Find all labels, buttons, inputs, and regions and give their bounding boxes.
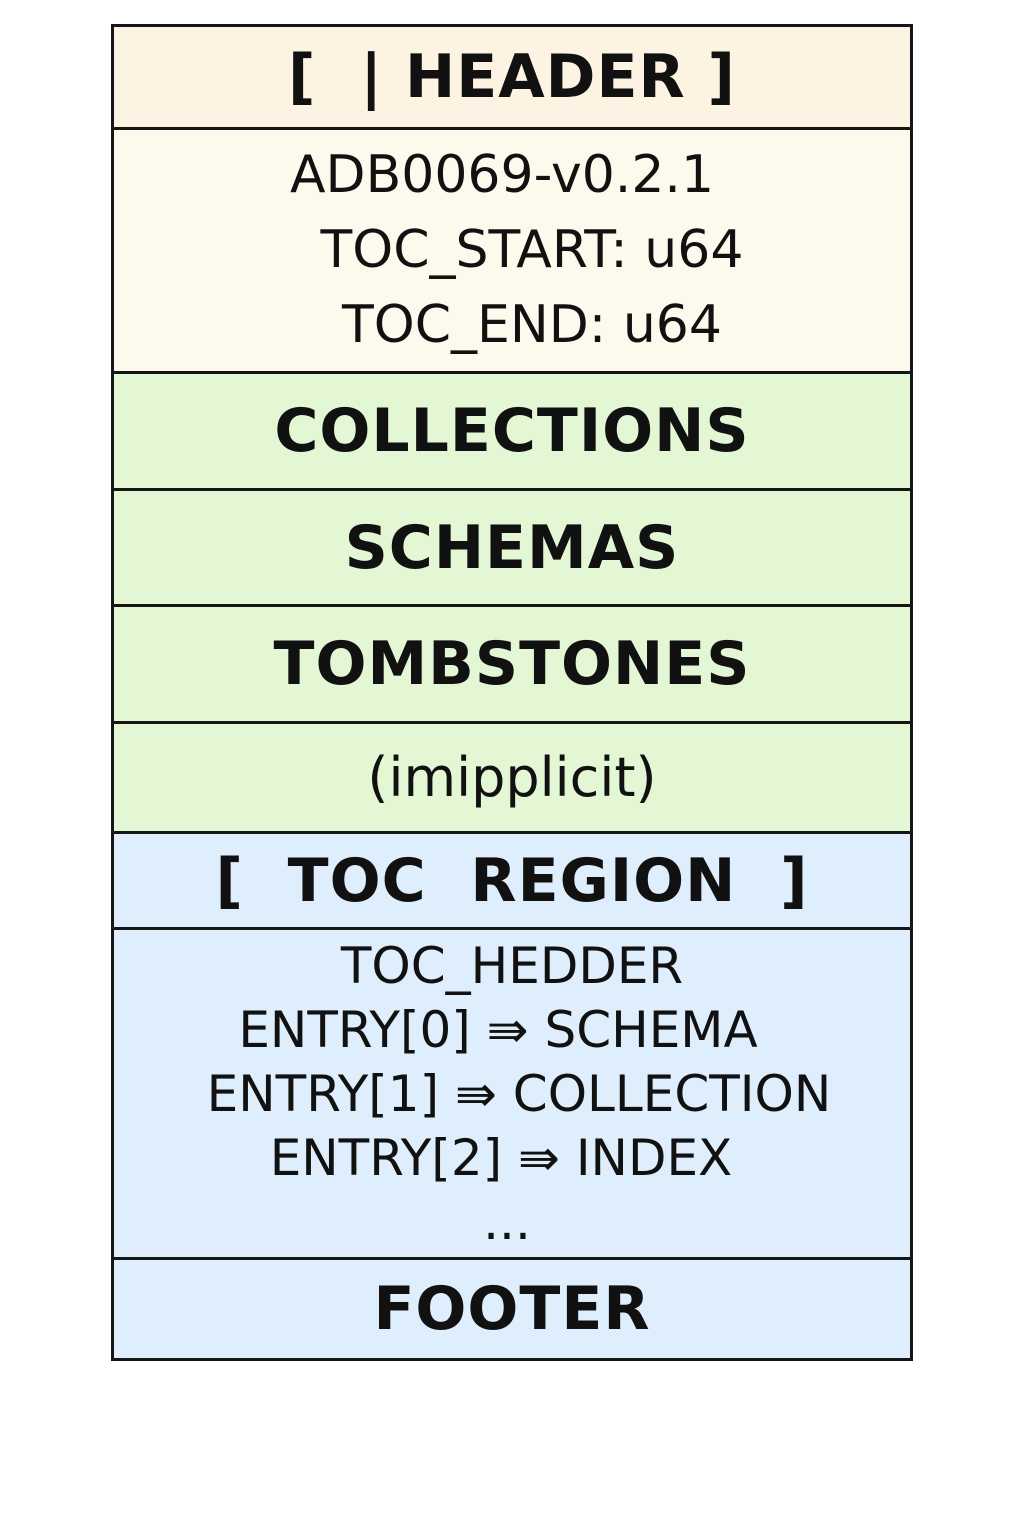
schemas-label: SCHEMAS — [344, 512, 680, 583]
collections-label: COLLECTIONS — [274, 396, 750, 466]
implicit-band: (imipplicit) — [114, 724, 910, 834]
toc-header-line: TOC_HEDDER — [340, 936, 684, 995]
toc-ellipsis: ... — [483, 1192, 531, 1251]
toc-entry-0: ENTRY[0] ⇛ SCHEMA — [238, 1000, 758, 1059]
header-title: [ | HEADER ] — [288, 42, 736, 112]
toc-start-line: TOC_START: u64 — [320, 220, 744, 280]
implicit-label: (imipplicit) — [367, 745, 657, 809]
toc-entry-2: ENTRY[2] ⇛ INDEX — [269, 1128, 733, 1187]
header-band: [ | HEADER ] — [114, 27, 910, 130]
tombstones-band: TOMBSTONES — [114, 607, 910, 724]
footer-band: FOOTER — [114, 1260, 910, 1358]
toc-region-title: [ TOC REGION ] — [215, 845, 809, 916]
toc-entries-band: TOC_HEDDER ENTRY[0] ⇛ SCHEMA ENTRY[1] ⇛ … — [114, 930, 910, 1260]
toc-entry-1: ENTRY[1] ⇛ COLLECTION — [206, 1064, 832, 1123]
toc-region-band: [ TOC REGION ] — [114, 834, 910, 930]
tombstones-label: TOMBSTONES — [273, 629, 751, 699]
collections-band: COLLECTIONS — [114, 374, 910, 491]
toc-end-line: TOC_END: u64 — [342, 295, 722, 355]
file-layout-diagram: [ | HEADER ] ADB0069-v0.2.1 TOC_START: u… — [111, 24, 913, 1361]
magic-version-line: ADB0069-v0.2.1 — [289, 145, 715, 205]
footer-label: FOOTER — [373, 1274, 651, 1344]
header-fields-band: ADB0069-v0.2.1 TOC_START: u64 TOC_END: u… — [114, 130, 910, 374]
schemas-band: SCHEMAS — [114, 491, 910, 607]
